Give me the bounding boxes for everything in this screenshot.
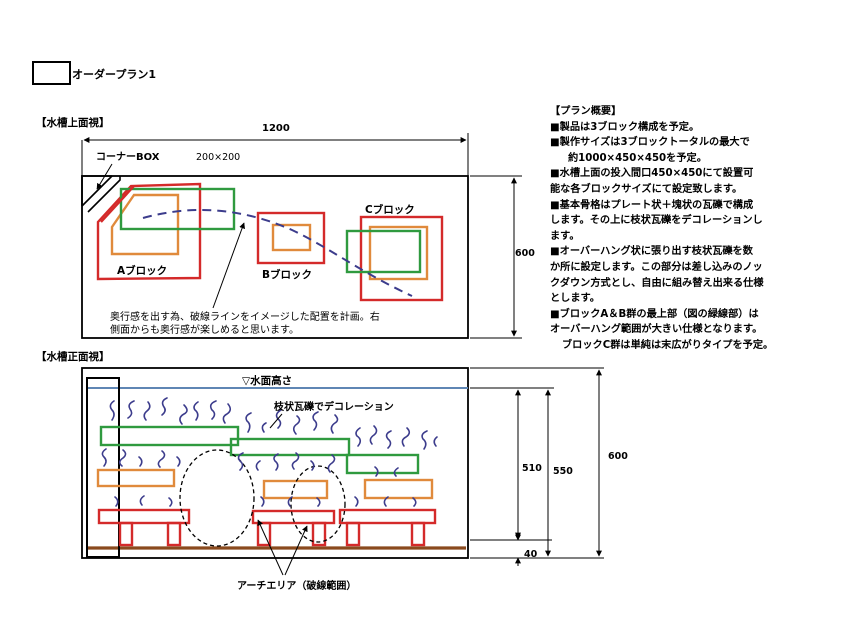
front-red-plate-a (97, 508, 191, 525)
corner-box-size: 200×200 (196, 152, 240, 163)
front-red-plate-c (338, 508, 437, 525)
block-a-orange-outline (110, 193, 180, 256)
block-a-green-outline (119, 187, 236, 231)
front-green-layer-b (229, 437, 351, 457)
arch-leader-right (284, 525, 308, 576)
front-corner-box (86, 377, 120, 558)
block-c-green-outline (345, 229, 422, 274)
dimension-40: 40 (524, 549, 538, 560)
plan-overview-line: ■基本骨格はプレート状＋塊状の瓦礫で構成 (550, 199, 754, 211)
block-c-red-outline (359, 215, 444, 302)
plan-overview-line: 約1000×450×450を予定。 (568, 152, 707, 164)
plan-overview-line: ■製品は3ブロック構成を予定。 (550, 121, 700, 133)
block-b-orange-outline (271, 223, 312, 252)
plan-overview-line: 能な各ブロックサイズにて設定致します。 (550, 183, 743, 195)
top-width-dimension-line (81, 133, 469, 176)
block-c-orange-outline (368, 225, 429, 281)
plan-overview-heading: 【プラン概要】 (550, 106, 622, 117)
plan-overview-line: とします。 (550, 293, 600, 305)
block-b-label: Bブロック (262, 268, 312, 281)
depth-dashed-line (142, 208, 413, 297)
front-green-layer-c (345, 453, 420, 475)
decoration-leader (269, 413, 283, 429)
block-a-label: Aブロック (117, 264, 167, 277)
plan-overview-line: ■ブロックA＆B群の最上部（図の緑線部）は (550, 308, 759, 320)
plan-title: オーダープラン1 (72, 67, 156, 81)
front-orange-layer-a (96, 468, 176, 488)
top-depth-dimension-line (470, 175, 522, 339)
plan-overview-line: ■製作サイズは3ブロックトータルの最大で (550, 137, 750, 149)
front-dimension-lines (470, 367, 604, 566)
block-a-red-diagonal (100, 185, 135, 223)
arch-area-label: アーチエリア（破線範囲） (237, 579, 356, 592)
caption-leader (212, 222, 245, 309)
plan-overview-line: します。その上に枝状瓦礫をデコレーションし (550, 215, 763, 227)
dimension-510: 510 (522, 463, 542, 474)
top-view-caption-line1: 奥行感を出す為、破線ラインをイメージした配置を計画。右 (110, 310, 380, 323)
branch-rubble-decorations (101, 397, 438, 507)
arch-area-right (290, 465, 346, 543)
front-red-legs (118, 521, 426, 547)
front-red-plate-b (251, 509, 336, 525)
plan-overview-line: ます。 (550, 230, 580, 242)
block-b-red-outline (256, 211, 326, 265)
top-depth-dimension: 600 (515, 248, 535, 259)
block-c-label: Cブロック (365, 203, 415, 216)
front-view-label: 【水槽正面視】 (36, 350, 110, 363)
arch-leader-left (257, 519, 284, 576)
front-view-tank-outline (81, 367, 469, 559)
corner-box-leader (96, 163, 113, 190)
top-view-label: 【水槽上面視】 (36, 116, 110, 129)
plan-overview: 【プラン概要】 ■製品は3ブロック構成を予定。 ■製作サイズは3ブロックトータル… (550, 104, 850, 354)
plan-number-box (32, 61, 71, 85)
plan-overview-line: ブロックC群は単純は末広がりタイプを予定。 (562, 339, 774, 351)
dimension-600: 600 (608, 451, 628, 462)
plan-overview-line: クダウン方式とし、自由に組み替え出来る仕様 (550, 277, 764, 289)
top-view-caption-line2: 側面からも奥行感が楽しめると思います。 (110, 323, 299, 336)
dimension-550: 550 (553, 466, 573, 477)
plan-overview-line: ■オーバーハング状に張り出す枝状瓦礫を数 (550, 246, 753, 258)
block-a-red-outline (96, 182, 202, 281)
plan-overview-line: オーバーハング範囲が大きい仕様となります。 (550, 324, 763, 336)
top-view-tank-outline (81, 175, 469, 339)
front-orange-layer-b (262, 479, 329, 500)
front-green-layer-a (99, 425, 240, 447)
water-level-label: ▽水面高さ (242, 374, 292, 387)
arch-area-left (179, 449, 255, 547)
plan-overview-line: か所に設定します。この部分は差し込みのノッ (550, 261, 763, 273)
decoration-label: 枝状瓦礫でデコレーション (273, 400, 394, 413)
corner-box (81, 175, 121, 213)
front-orange-layer-c (363, 478, 434, 500)
top-width-dimension: 1200 (262, 123, 290, 134)
plan-overview-line: ■水槽上面の投入間口450×450にて設置可 (550, 168, 754, 180)
corner-box-label: コーナーBOX (96, 151, 160, 163)
